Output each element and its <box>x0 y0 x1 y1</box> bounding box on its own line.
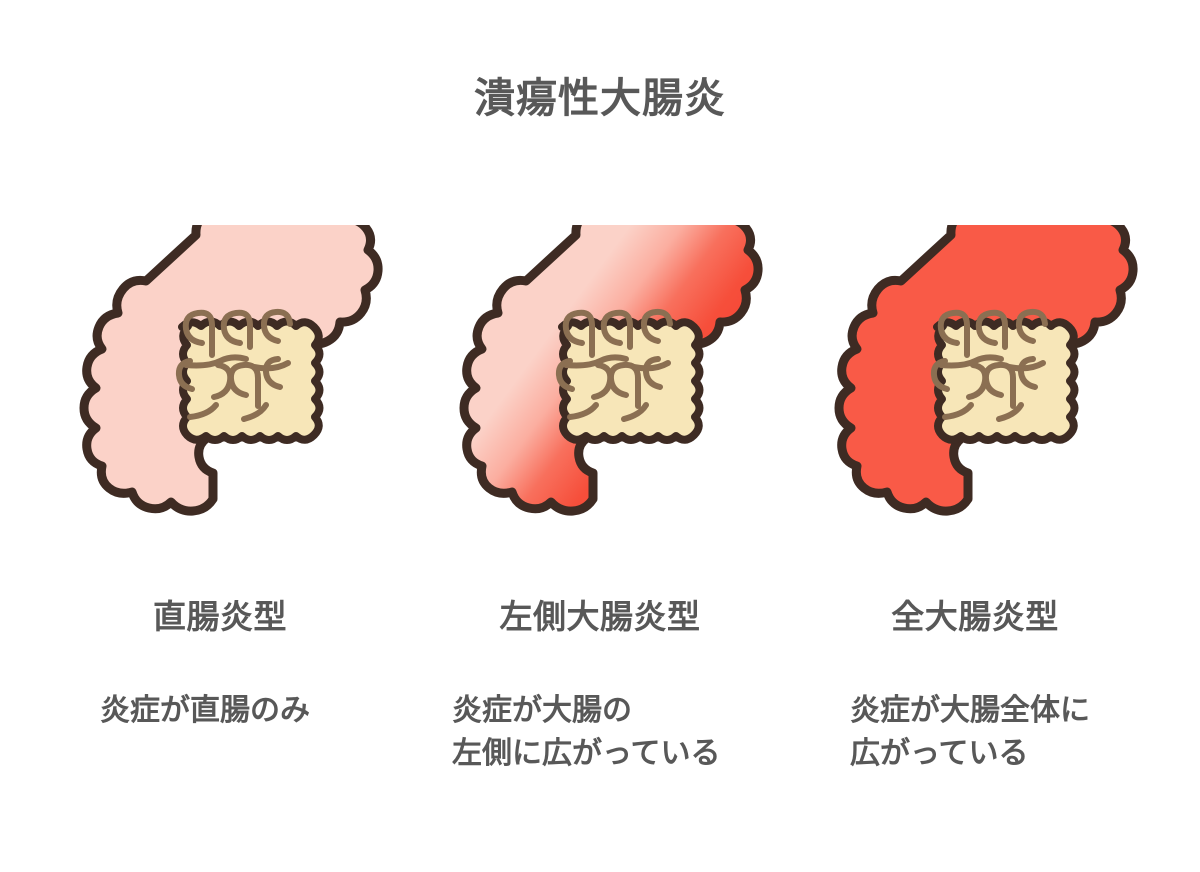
small-intestine <box>555 308 704 444</box>
panel-left-sided: 左側大腸炎型 <box>430 225 770 785</box>
colon-diagram-pancolitis <box>805 225 1145 570</box>
panel-label-proctitis: 直腸炎型 <box>153 597 287 636</box>
page-title: 潰瘍性大腸炎 <box>474 74 726 122</box>
small-intestine <box>175 308 324 444</box>
panel-label-left-sided: 左側大腸炎型 <box>499 597 701 636</box>
panel-proctitis: 直腸炎型 <box>50 225 390 785</box>
panel-description-proctitis: 炎症が直腸のみ <box>100 693 310 728</box>
small-intestine <box>930 308 1079 444</box>
small-intestine-loops <box>555 308 673 422</box>
panel-description-pancolitis: 炎症が大腸全体に 広がっている <box>850 693 1090 771</box>
panel-description-left-sided: 炎症が大腸の 左側に広がっている <box>452 693 721 771</box>
panel-pancolitis: 全大腸炎型 <box>805 225 1145 785</box>
colon-diagram-left-sided-colitis <box>430 225 770 570</box>
panel-label-pancolitis: 全大腸炎型 <box>891 597 1059 636</box>
small-intestine-loops <box>930 308 1048 422</box>
small-intestine-loops <box>175 308 293 422</box>
colon-diagram-proctitis <box>50 225 390 570</box>
